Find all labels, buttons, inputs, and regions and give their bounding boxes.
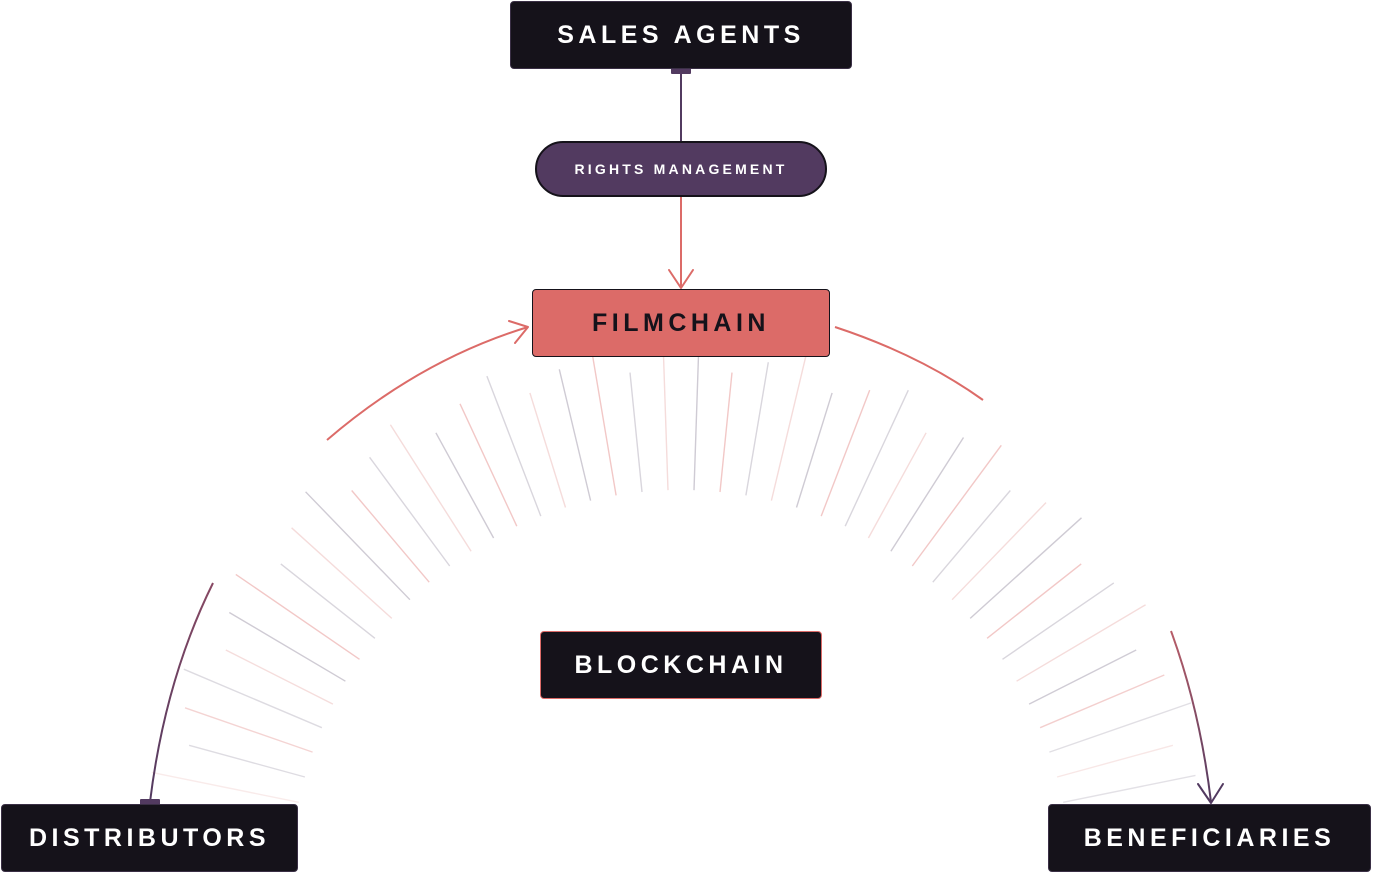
background-ray xyxy=(225,649,334,705)
background-ray xyxy=(867,432,927,539)
background-ray xyxy=(770,354,807,501)
filmchain-arrowhead-left xyxy=(508,320,529,344)
background-ray xyxy=(389,424,472,552)
background-ray xyxy=(820,389,871,517)
background-ray xyxy=(1028,649,1137,705)
background-ray xyxy=(558,369,592,501)
background-ray xyxy=(911,444,1002,567)
background-ray xyxy=(184,707,313,753)
background-ray xyxy=(183,668,323,729)
background-ray xyxy=(435,432,495,539)
background-ray xyxy=(305,491,411,601)
beneficiaries-arrowhead xyxy=(1197,783,1224,804)
background-ray xyxy=(629,372,643,493)
background-ray xyxy=(188,744,306,778)
background-ray xyxy=(280,563,376,639)
radial-lines-background xyxy=(151,340,1217,855)
rights-management-node: RIGHTS MANAGEMENT xyxy=(535,141,827,197)
beneficiaries-arc-lower xyxy=(1170,630,1212,803)
background-ray xyxy=(932,490,1011,583)
background-ray xyxy=(1063,774,1196,803)
background-ray xyxy=(662,355,669,491)
background-ray xyxy=(1039,674,1165,729)
background-ray xyxy=(228,611,346,682)
background-ray xyxy=(693,340,700,491)
background-ray xyxy=(369,456,451,567)
sales-agents-node: SALES AGENTS xyxy=(510,1,852,69)
background-ray xyxy=(890,437,965,552)
filmchain-arrowhead-top xyxy=(668,269,694,289)
background-ray xyxy=(844,389,909,527)
background-ray xyxy=(486,375,542,517)
background-ray xyxy=(951,502,1047,601)
filmchain-node: FILMCHAIN xyxy=(532,289,830,357)
background-ray xyxy=(1002,582,1115,660)
background-ray xyxy=(529,392,567,508)
background-ray xyxy=(745,362,769,496)
background-ray xyxy=(235,573,360,660)
background-ray xyxy=(590,347,617,496)
background-ray xyxy=(795,392,833,508)
background-ray xyxy=(151,771,299,803)
background-ray xyxy=(351,490,430,583)
background-ray xyxy=(986,563,1082,639)
background-ray xyxy=(1049,702,1192,753)
background-ray xyxy=(1016,604,1146,682)
background-ray xyxy=(719,372,733,493)
background-ray xyxy=(291,527,393,619)
distributors-node: DISTRIBUTORS xyxy=(1,804,298,872)
blockchain-node: BLOCKCHAIN xyxy=(540,631,822,699)
distributors-arc-upper xyxy=(326,326,529,441)
beneficiaries-arc-upper xyxy=(834,326,984,401)
background-ray xyxy=(969,517,1082,619)
background-ray xyxy=(1056,744,1174,778)
beneficiaries-node: BENEFICIARIES xyxy=(1048,804,1371,872)
background-ray xyxy=(459,403,518,527)
distributors-arc-lower xyxy=(149,582,214,803)
